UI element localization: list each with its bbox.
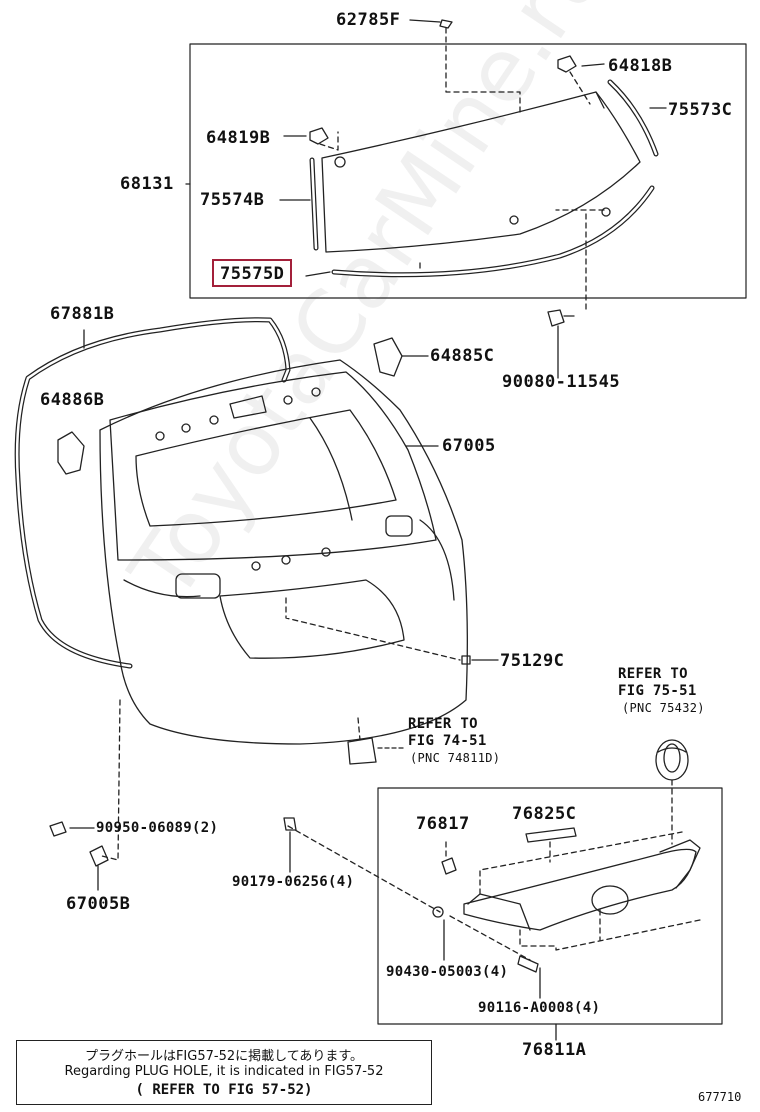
part-label-62785f[interactable]: 62785F	[336, 10, 401, 30]
refer-to-label-1: REFER TO	[618, 666, 688, 682]
part-label-90430-05003[interactable]: 90430-05003(4)	[386, 964, 509, 980]
note-refer-link[interactable]: ( REFER TO FIG 57-52)	[135, 1082, 313, 1098]
washer-90430	[432, 906, 444, 918]
part-label-68131[interactable]: 68131	[120, 174, 174, 194]
part-label-75573c[interactable]: 75573C	[668, 100, 733, 120]
note-line-english: Regarding PLUG HOLE, it is indicated in …	[64, 1064, 384, 1079]
part-label-76825c[interactable]: 76825C	[512, 804, 577, 824]
hole-plug	[461, 655, 471, 665]
part-label-75129c[interactable]: 75129C	[500, 651, 565, 671]
molding-75573c	[607, 79, 659, 157]
bolt-90080	[547, 309, 575, 327]
part-label-90179-06256[interactable]: 90179-06256(4)	[232, 874, 355, 890]
glass-subassembly-box	[189, 43, 747, 299]
refer-fig-link-74-51[interactable]: FIG 74-51	[408, 733, 487, 749]
part-label-90080-11545[interactable]: 90080-11545	[502, 372, 621, 392]
plug-hole-note-box: プラグホールはFIG57-52に掲載してあります。 Regarding PLUG…	[16, 1040, 432, 1105]
back-glass	[321, 91, 641, 253]
hinge-64886b	[57, 431, 85, 475]
molding-75574b-inner	[310, 158, 318, 250]
refer-pnc-74811d: (PNC 74811D)	[410, 751, 501, 765]
part-label-76811a[interactable]: 76811A	[522, 1040, 587, 1060]
part-label-64819b[interactable]: 64819B	[206, 128, 271, 148]
molding-75573c-inner	[608, 80, 658, 156]
refer-fig-link-75-51[interactable]: FIG 75-51	[618, 683, 697, 699]
illustration-number: 677710	[698, 1090, 742, 1104]
hinge-64885c	[373, 337, 403, 377]
back-door-panel	[99, 359, 468, 745]
part-label-76817[interactable]: 76817	[416, 814, 470, 834]
refer-to-label-2: REFER TO	[408, 716, 478, 732]
clip-64818b	[557, 55, 577, 73]
part-label-64885c[interactable]: 64885C	[430, 346, 495, 366]
weatherstrip	[14, 317, 291, 669]
part-label-64818b[interactable]: 64818B	[608, 56, 673, 76]
refer-pnc-75432: (PNC 75432)	[622, 701, 705, 715]
stopper	[347, 737, 377, 765]
part-label-75574b[interactable]: 75574B	[200, 190, 265, 210]
note-line-japanese: プラグホールはFIG57-52に掲載してあります。	[84, 1049, 364, 1064]
emblem-outline	[655, 739, 689, 781]
clip-90179	[283, 817, 297, 831]
garnish-subassembly-box	[377, 787, 723, 1025]
garnish-assembly	[441, 827, 701, 931]
clip-62785f	[439, 19, 453, 29]
part-label-90116-a0008[interactable]: 90116-A0008(4)	[478, 1000, 601, 1016]
part-label-67005b[interactable]: 67005B	[66, 894, 131, 914]
clip-90950	[49, 821, 67, 837]
fastener-67005b	[89, 845, 109, 867]
part-label-67005[interactable]: 67005	[442, 436, 496, 456]
clip-64819b	[309, 127, 329, 145]
part-label-75575d-highlighted[interactable]: 75575D	[212, 259, 293, 287]
molding-75575d	[331, 185, 655, 278]
molding-75575d-inner	[332, 186, 654, 276]
part-label-90950-06089[interactable]: 90950-06089(2)	[96, 820, 219, 836]
part-label-64886b[interactable]: 64886B	[40, 390, 105, 410]
screw-90116	[517, 955, 539, 973]
part-label-67881b[interactable]: 67881B	[50, 304, 115, 324]
